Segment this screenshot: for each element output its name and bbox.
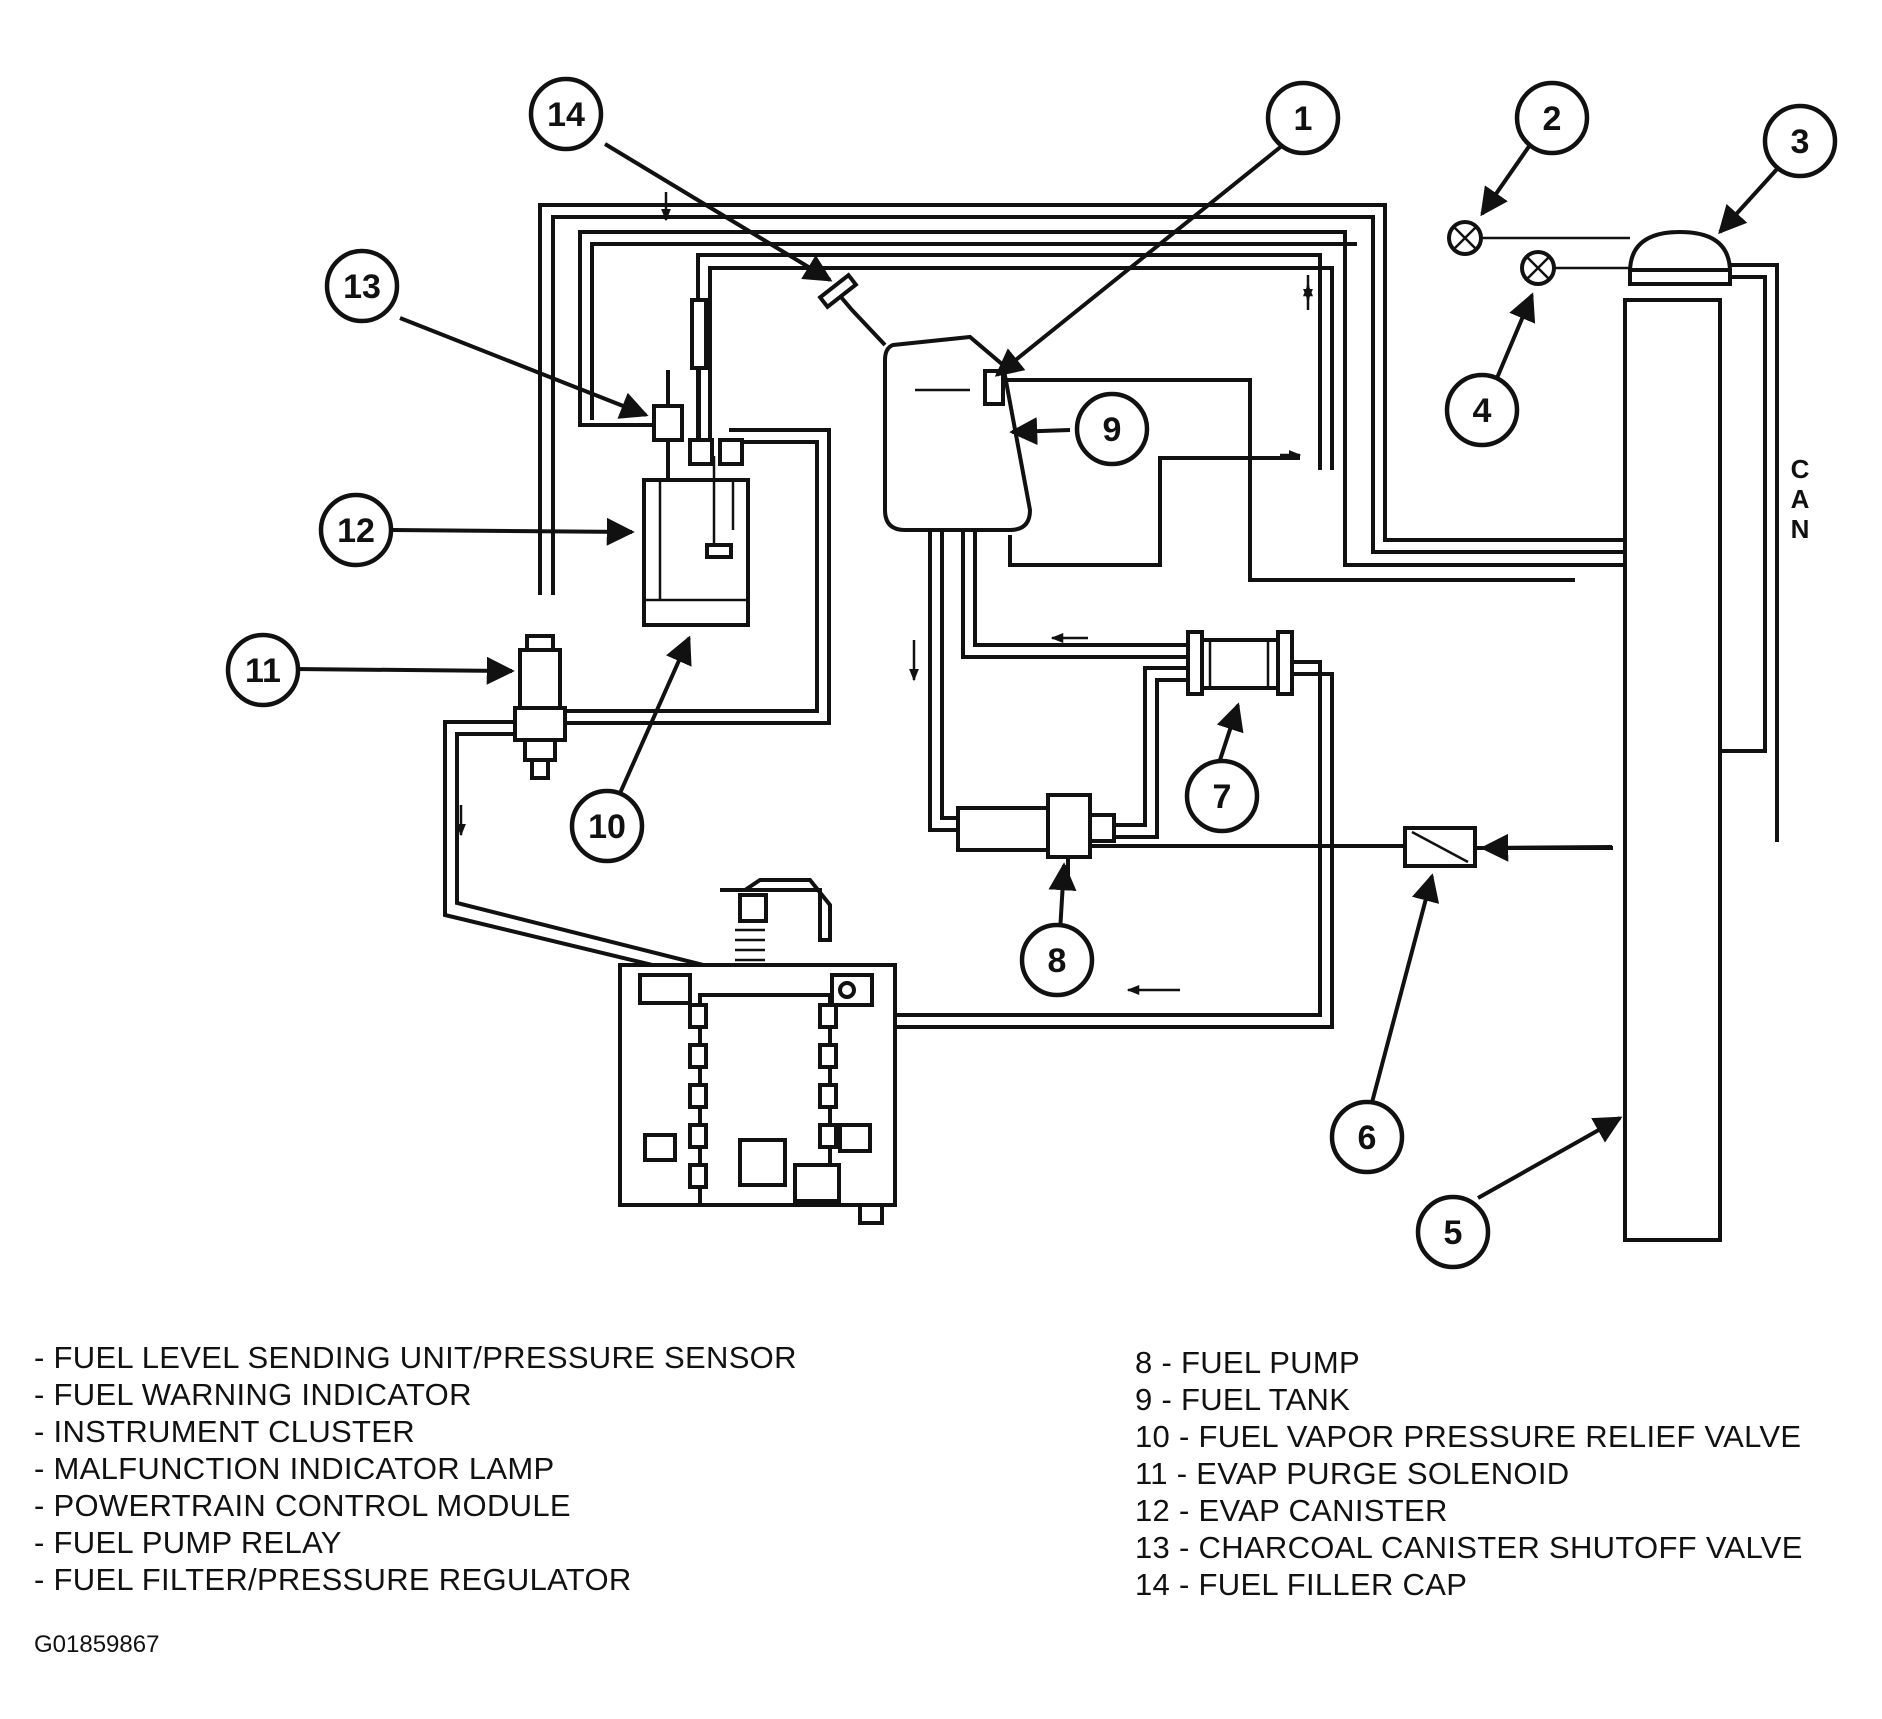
legend-item: - INSTRUMENT CLUSTER xyxy=(34,1414,415,1449)
figure-id: G01859867 xyxy=(34,1631,160,1658)
legend-item: 13 - CHARCOAL CANISTER SHUTOFF VALVE xyxy=(1135,1530,1803,1565)
legend-item: 10 - FUEL VAPOR PRESSURE RELIEF VALVE xyxy=(1135,1419,1802,1454)
legend-item: - MALFUNCTION INDICATOR LAMP xyxy=(34,1451,555,1486)
svg-text:7: 7 xyxy=(1213,778,1232,816)
svg-text:1: 1 xyxy=(1294,100,1313,138)
callout-14: 14 xyxy=(528,76,604,152)
svg-text:4: 4 xyxy=(1473,392,1492,430)
callout-1: 1 xyxy=(1265,80,1341,156)
svg-text:5: 5 xyxy=(1444,1214,1463,1252)
svg-text:9: 9 xyxy=(1103,411,1122,449)
evap-purge-solenoid xyxy=(518,648,562,710)
svg-text:3: 3 xyxy=(1791,123,1810,161)
callout-9: 9 xyxy=(1074,391,1150,467)
legend-item: 11 - EVAP PURGE SOLENOID xyxy=(1135,1456,1570,1491)
fuel-pump xyxy=(956,806,1060,852)
fuel-warning-indicator xyxy=(1447,220,1483,256)
charcoal-canister-shutoff-valve xyxy=(652,404,684,442)
callout-7: 7 xyxy=(1184,758,1260,834)
svg-text:14: 14 xyxy=(547,96,585,134)
legend-item: 9 - FUEL TANK xyxy=(1135,1382,1351,1417)
callout-12: 12 xyxy=(318,492,394,568)
engine xyxy=(618,878,897,1225)
flow-arrows xyxy=(456,192,1313,995)
legend-item: - POWERTRAIN CONTROL MODULE xyxy=(34,1488,571,1523)
callout-10: 10 xyxy=(569,788,645,864)
callout-5: 5 xyxy=(1415,1194,1491,1270)
legend-item: - FUEL WARNING INDICATOR xyxy=(34,1377,472,1412)
legend-item: - FUEL PUMP RELAY xyxy=(34,1525,342,1560)
svg-text:C: C xyxy=(1791,454,1810,484)
callout-6: 6 xyxy=(1329,1099,1405,1175)
legend-item: - FUEL LEVEL SENDING UNIT/PRESSURE SENSO… xyxy=(34,1340,797,1375)
legend-item: 8 - FUEL PUMP xyxy=(1135,1345,1360,1380)
svg-text:A: A xyxy=(1791,484,1810,514)
callout-4: 4 xyxy=(1444,372,1520,448)
callout-2: 2 xyxy=(1514,80,1590,156)
legend-right: 8 - FUEL PUMP 9 - FUEL TANK 10 - FUEL VA… xyxy=(1135,1344,1803,1603)
svg-text:6: 6 xyxy=(1358,1119,1377,1157)
instrument-cluster xyxy=(1627,229,1733,274)
svg-text:2: 2 xyxy=(1543,100,1562,138)
legend-item: 12 - EVAP CANISTER xyxy=(1135,1493,1448,1528)
svg-text:8: 8 xyxy=(1048,942,1067,980)
fuel-filler-cap xyxy=(817,272,859,310)
svg-text:N: N xyxy=(1791,514,1810,544)
svg-text:13: 13 xyxy=(343,268,381,306)
callout-13: 13 xyxy=(324,248,400,324)
powertrain-control-module xyxy=(1623,298,1722,1242)
svg-text:11: 11 xyxy=(245,652,281,690)
legend-item: 14 - FUEL FILLER CAP xyxy=(1135,1567,1468,1602)
callout-11: 11 xyxy=(225,632,301,708)
fuel-system-diagram: 1 2 3 4 5 6 7 8 9 10 11 12 xyxy=(225,76,1838,1270)
callout-8: 8 xyxy=(1019,922,1095,998)
callout-leaders xyxy=(292,142,1780,1200)
fuel-lines xyxy=(443,203,1779,1029)
callout-3: 3 xyxy=(1762,103,1838,179)
svg-text:12: 12 xyxy=(337,512,375,550)
legend-left: - FUEL LEVEL SENDING UNIT/PRESSURE SENSO… xyxy=(34,1339,797,1598)
fuel-level-sending-unit xyxy=(983,369,1005,406)
can-label: C A N xyxy=(1791,454,1810,544)
malfunction-indicator-lamp xyxy=(1520,250,1556,286)
svg-text:10: 10 xyxy=(588,808,626,846)
legend-item: - FUEL FILTER/PRESSURE REGULATOR xyxy=(34,1562,632,1597)
